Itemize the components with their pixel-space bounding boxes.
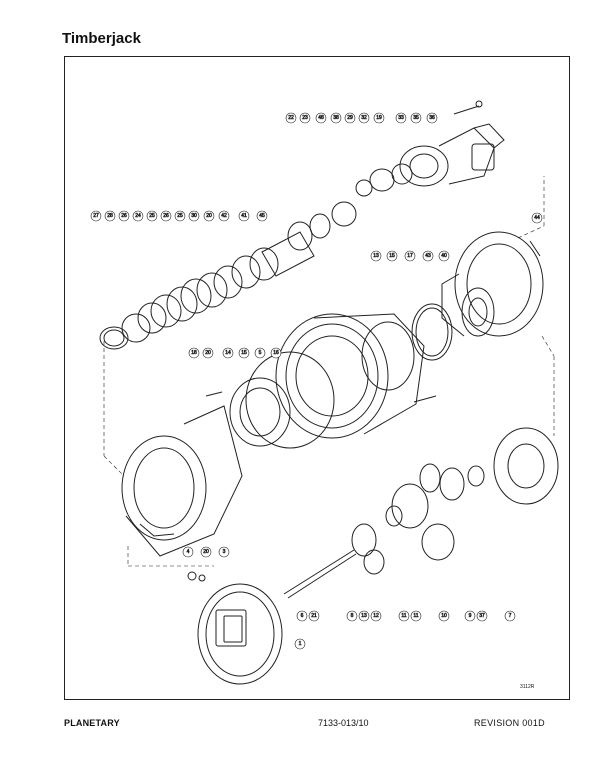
svg-text:7: 7 bbox=[509, 613, 512, 619]
callouts: 22 23 48 38 29 32 19 33 35 36 27 28 26 2… bbox=[90, 112, 543, 650]
footer-document-number: 7133-013/10 bbox=[318, 718, 369, 728]
svg-text:19: 19 bbox=[376, 115, 382, 121]
svg-text:23: 23 bbox=[302, 115, 308, 121]
svg-text:13: 13 bbox=[373, 253, 379, 259]
svg-text:42: 42 bbox=[221, 213, 227, 219]
end-cover bbox=[187, 571, 283, 685]
svg-text:15: 15 bbox=[241, 350, 247, 356]
svg-text:25: 25 bbox=[149, 213, 155, 219]
svg-text:11: 11 bbox=[401, 613, 406, 619]
callout-row-bottom: 6 21 8 13 12 11 11 10 9 37 7 bbox=[296, 610, 516, 622]
svg-text:16: 16 bbox=[273, 350, 279, 356]
svg-text:22: 22 bbox=[288, 115, 294, 121]
svg-text:20: 20 bbox=[203, 549, 209, 555]
svg-text:30: 30 bbox=[191, 213, 197, 219]
hub-housing-right bbox=[411, 231, 544, 361]
svg-text:33: 33 bbox=[398, 115, 404, 121]
svg-text:10: 10 bbox=[441, 613, 447, 619]
svg-text:13: 13 bbox=[361, 613, 367, 619]
svg-text:6: 6 bbox=[301, 613, 304, 619]
svg-text:38: 38 bbox=[333, 115, 339, 121]
planetary-drum bbox=[229, 313, 437, 449]
exploded-planetary-drawing: 22 23 48 38 29 32 19 33 35 36 27 28 26 2… bbox=[90, 100, 559, 685]
svg-text:20: 20 bbox=[205, 350, 211, 356]
svg-text:41: 41 bbox=[241, 213, 247, 219]
callout-row-second: 27 28 26 24 25 26 25 30 20 42 41 45 bbox=[90, 210, 268, 222]
svg-text:29: 29 bbox=[347, 115, 353, 121]
callout-row-top: 22 23 48 38 29 32 19 33 35 36 bbox=[285, 112, 438, 124]
svg-text:5: 5 bbox=[259, 350, 262, 356]
svg-text:12: 12 bbox=[373, 613, 379, 619]
svg-text:21: 21 bbox=[311, 613, 317, 619]
svg-text:43: 43 bbox=[425, 253, 431, 259]
svg-text:27: 27 bbox=[93, 213, 99, 219]
svg-text:9: 9 bbox=[469, 613, 472, 619]
svg-text:18: 18 bbox=[191, 350, 197, 356]
svg-text:15: 15 bbox=[389, 253, 395, 259]
svg-text:26: 26 bbox=[163, 213, 169, 219]
svg-text:4: 4 bbox=[187, 549, 190, 555]
svg-text:17: 17 bbox=[407, 253, 413, 259]
svg-text:8: 8 bbox=[351, 613, 354, 619]
svg-text:25: 25 bbox=[177, 213, 183, 219]
ring-stack-top bbox=[99, 201, 357, 350]
brake-drum bbox=[121, 391, 243, 557]
callout-row-third: 13 15 17 43 40 bbox=[370, 250, 450, 262]
planet-gears bbox=[283, 427, 559, 599]
callout-row-mid: 18 20 14 15 5 16 bbox=[188, 347, 282, 359]
callout-row-lower-left: 4 20 3 bbox=[182, 546, 230, 558]
svg-text:20: 20 bbox=[206, 213, 212, 219]
assembly-leaders bbox=[103, 176, 555, 567]
svg-text:24: 24 bbox=[135, 213, 141, 219]
svg-text:14: 14 bbox=[225, 350, 231, 356]
footer-section-title: PLANETARY bbox=[64, 718, 120, 728]
figure-id: 3112R bbox=[520, 684, 535, 690]
callout-44: 44 bbox=[531, 212, 543, 224]
drawing-frame bbox=[64, 56, 570, 700]
svg-text:37: 37 bbox=[479, 613, 485, 619]
svg-text:36: 36 bbox=[429, 115, 435, 121]
svg-text:35: 35 bbox=[413, 115, 419, 121]
callout-1: 1 bbox=[294, 638, 306, 650]
svg-text:26: 26 bbox=[121, 213, 127, 219]
svg-text:28: 28 bbox=[107, 213, 113, 219]
motor-assembly bbox=[355, 100, 505, 197]
svg-text:1: 1 bbox=[299, 641, 302, 647]
svg-text:45: 45 bbox=[259, 213, 265, 219]
svg-text:48: 48 bbox=[318, 115, 324, 121]
brand-title: Timberjack bbox=[62, 30, 141, 47]
svg-text:40: 40 bbox=[441, 253, 447, 259]
footer-revision: REVISION 001D bbox=[474, 718, 545, 728]
svg-text:11: 11 bbox=[413, 613, 418, 619]
svg-text:32: 32 bbox=[361, 115, 367, 121]
svg-text:44: 44 bbox=[534, 215, 540, 221]
svg-text:3: 3 bbox=[223, 549, 226, 555]
